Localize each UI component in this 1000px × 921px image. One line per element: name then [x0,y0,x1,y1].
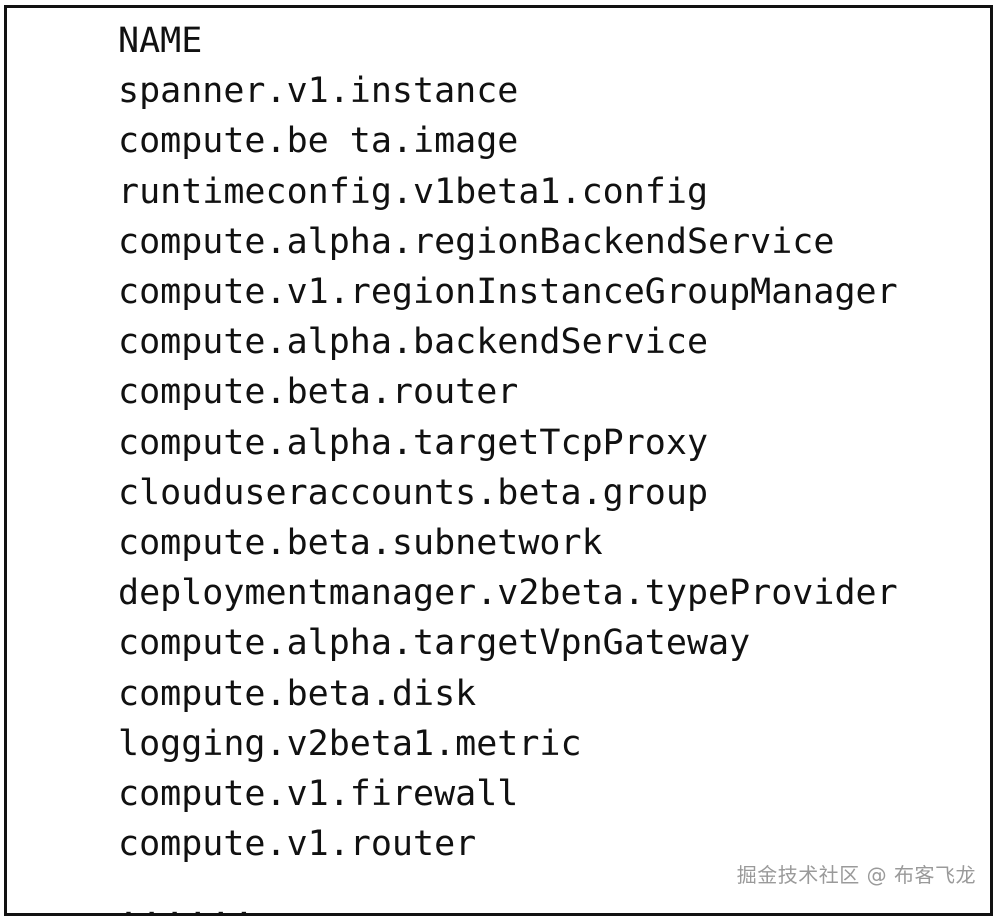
column-header-name: NAME [118,21,203,61]
list-item: spanner.v1.instance [118,71,519,112]
list-item: compute.alpha.regionBackendService [118,221,835,262]
list-item: logging.v2beta1.metric [118,723,582,764]
list-item: compute.beta.subnetwork [118,523,603,564]
watermark: 掘金技术社区 @ 布客飞龙 [736,863,976,887]
list-item: compute.alpha.targetTcpProxy [118,422,709,463]
list-item: compute.beta.router [118,372,519,413]
list-item: compute.beta.disk [118,673,477,714]
list-item: clouduseraccounts.beta.group [118,472,709,513]
list-item: deploymentmanager.v2beta.typeProvider [118,573,898,614]
list-item: compute.v1.regionInstanceGroupManager [118,272,898,313]
console-output-listing: NAME spanner.v1.instance compute.be ta.i… [118,16,986,913]
list-item: compute.alpha.targetVpnGateway [118,623,751,664]
list-item: compute.be ta.image [118,121,519,162]
console-frame: NAME spanner.v1.instance compute.be ta.i… [4,5,993,916]
list-item: compute.v1.router [118,824,477,865]
list-item: compute.alpha.backendService [118,322,709,363]
list-item: compute.v1.firewall [118,774,519,815]
truncation-ellipsis: ...... [118,886,257,916]
list-item: runtimeconfig.v1beta1.config [118,171,709,212]
